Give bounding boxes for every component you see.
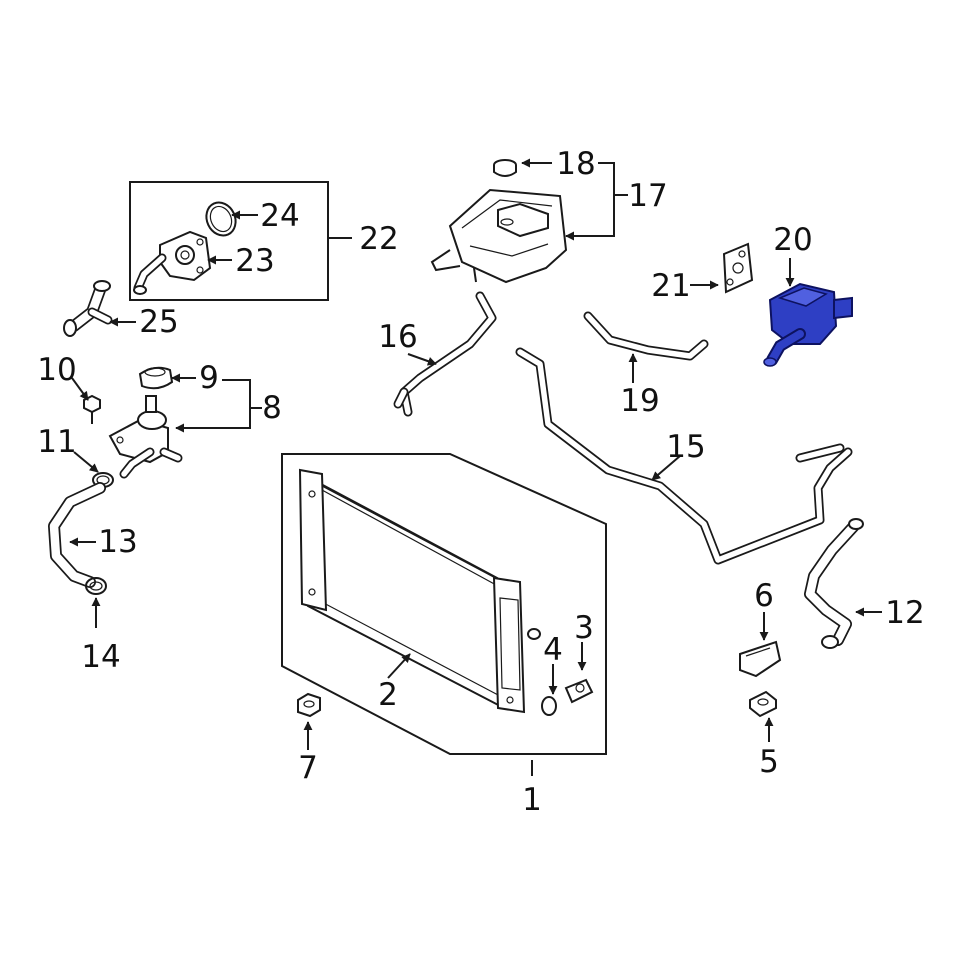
callout-15[interactable]: 15	[666, 429, 705, 465]
part-18-reservoir-cap[interactable]	[493, 159, 517, 177]
leader-lines	[69, 158, 882, 750]
callout-14[interactable]: 14	[81, 639, 120, 675]
callout-23[interactable]: 23	[235, 243, 274, 279]
callout-19[interactable]: 19	[620, 383, 659, 419]
part-2-radiator[interactable]	[298, 468, 541, 714]
callout-1[interactable]: 1	[522, 782, 542, 818]
part-20-water-outlet-highlighted[interactable]	[763, 282, 853, 367]
callout-24[interactable]: 24	[260, 198, 299, 234]
callout-12[interactable]: 12	[885, 595, 924, 631]
part-25-hose[interactable]	[63, 280, 113, 337]
callout-25[interactable]: 25	[139, 304, 178, 340]
part-24-o-ring[interactable]	[201, 198, 241, 241]
callout-2[interactable]: 2	[378, 677, 398, 713]
callout-10[interactable]: 10	[37, 352, 76, 388]
part-22-housing-kit-box	[129, 181, 352, 301]
callout-17[interactable]: 17	[628, 178, 667, 214]
callout-4[interactable]: 4	[543, 632, 563, 668]
callout-8[interactable]: 8	[262, 390, 282, 426]
part-10-bolt[interactable]	[83, 394, 101, 424]
part-8-filler-neck[interactable]	[108, 395, 183, 479]
callout-16[interactable]: 16	[378, 319, 417, 355]
callout-7[interactable]: 7	[298, 750, 318, 786]
part-21-gasket[interactable]	[722, 242, 754, 294]
part-5-isolator[interactable]	[749, 690, 777, 718]
part-14-clamp[interactable]	[85, 577, 107, 595]
part-17-coolant-reservoir[interactable]	[430, 188, 568, 284]
part-9-pressure-cap[interactable]	[138, 366, 174, 390]
part-1-radiator-box	[281, 453, 607, 776]
callout-11[interactable]: 11	[37, 424, 76, 460]
part-16-hose[interactable]	[393, 291, 497, 417]
part-6-bracket[interactable]	[739, 640, 782, 678]
part-4-o-ring[interactable]	[541, 696, 557, 716]
part-12-hose[interactable]	[804, 518, 864, 649]
callout-13[interactable]: 13	[98, 524, 137, 560]
callout-9[interactable]: 9	[199, 360, 219, 396]
callout-5[interactable]: 5	[759, 744, 779, 780]
callout-20[interactable]: 20	[773, 222, 812, 258]
part-7-nut[interactable]	[297, 692, 321, 718]
callout-22[interactable]: 22	[359, 221, 398, 257]
callout-21[interactable]: 21	[651, 268, 690, 304]
callout-3[interactable]: 3	[574, 610, 594, 646]
callout-18[interactable]: 18	[556, 146, 595, 182]
part-23-thermostat-housing[interactable]	[133, 230, 212, 295]
part-3-drain-plug[interactable]	[564, 678, 594, 704]
part-13-hose[interactable]	[48, 482, 106, 588]
callout-labels: 1 2 3 4 5 6 7 8 9 10 11 12 13 14 15 16 1…	[37, 146, 924, 818]
part-19-hose[interactable]	[583, 311, 709, 361]
part-15-hose[interactable]	[515, 347, 853, 565]
callout-6[interactable]: 6	[754, 578, 774, 614]
